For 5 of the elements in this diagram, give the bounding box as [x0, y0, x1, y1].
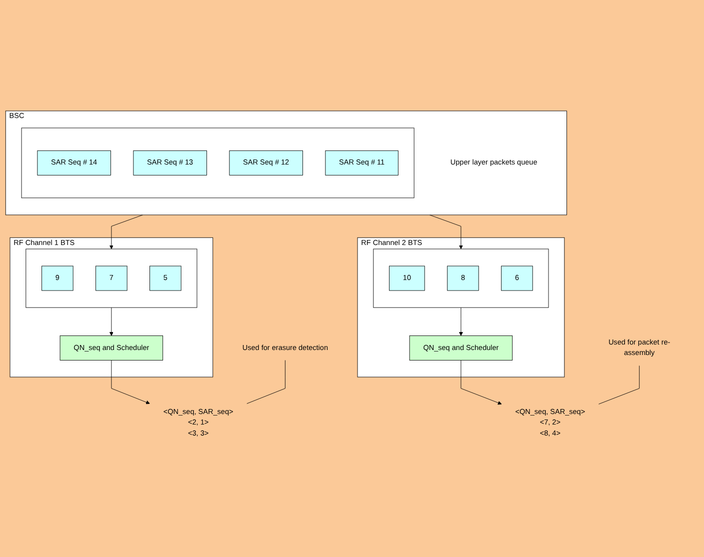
cluster — [21, 128, 414, 198]
cluster — [26, 248, 198, 308]
connector — [598, 365, 640, 404]
connector — [246, 360, 286, 404]
cluster — [373, 248, 549, 308]
